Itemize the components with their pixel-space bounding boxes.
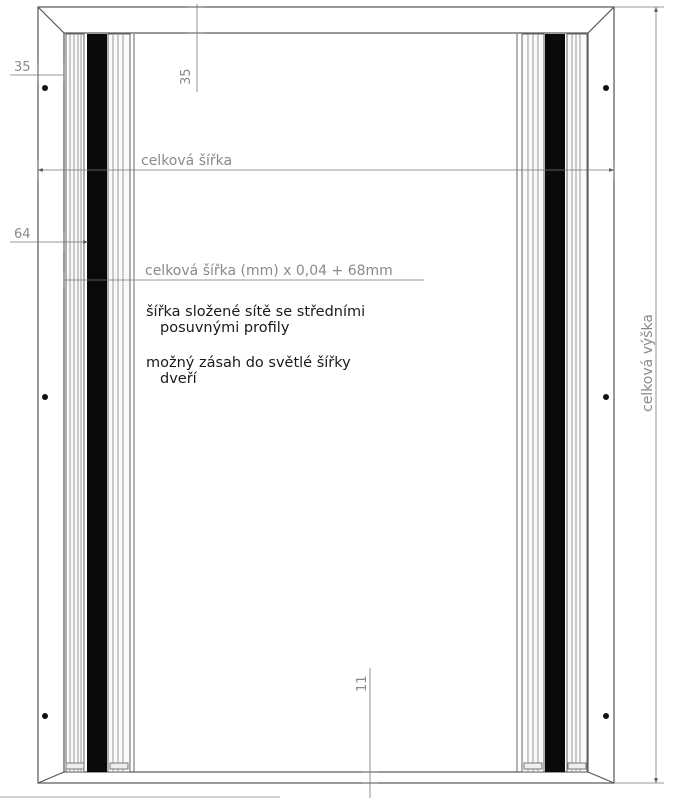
dim-total-width-label: celková šířka [141,153,232,169]
mounting-screws [42,85,609,719]
note-clear-width-line2: dveří [160,371,198,387]
note-clear-width-line1: možný zásah do světlé šířky [146,355,351,371]
dim-formula: celková šířka (mm) x 0,04 + 68mm [63,263,424,288]
dim-top-gap-label: 35 [179,68,194,85]
note-folded-width-line2: posuvnými profily [160,320,290,336]
left-profile [65,33,135,773]
dim-total-height: celková výška [614,6,664,784]
dim-side-gap-mid: 64 [10,227,88,252]
dim-side-gap-top-label: 35 [14,60,31,75]
outer-frame [37,6,615,784]
dim-bottom-gap: 11 [355,668,378,798]
dim-top-gap: 35 [179,4,204,92]
dim-formula-label: celková šířka (mm) x 0,04 + 68mm [145,263,393,279]
notes: šířka složené sítě se středními posuvným… [146,304,365,387]
dim-bottom-gap-label: 11 [355,675,370,692]
dim-side-gap-top: 35 [10,60,65,82]
dim-side-gap-mid-label: 64 [14,227,31,242]
dim-total-height-label: celková výška [640,314,656,412]
note-folded-width-line1: šířka složené sítě se středními [146,304,365,320]
dim-total-width: celková šířka [37,153,615,180]
right-profile [516,33,588,773]
